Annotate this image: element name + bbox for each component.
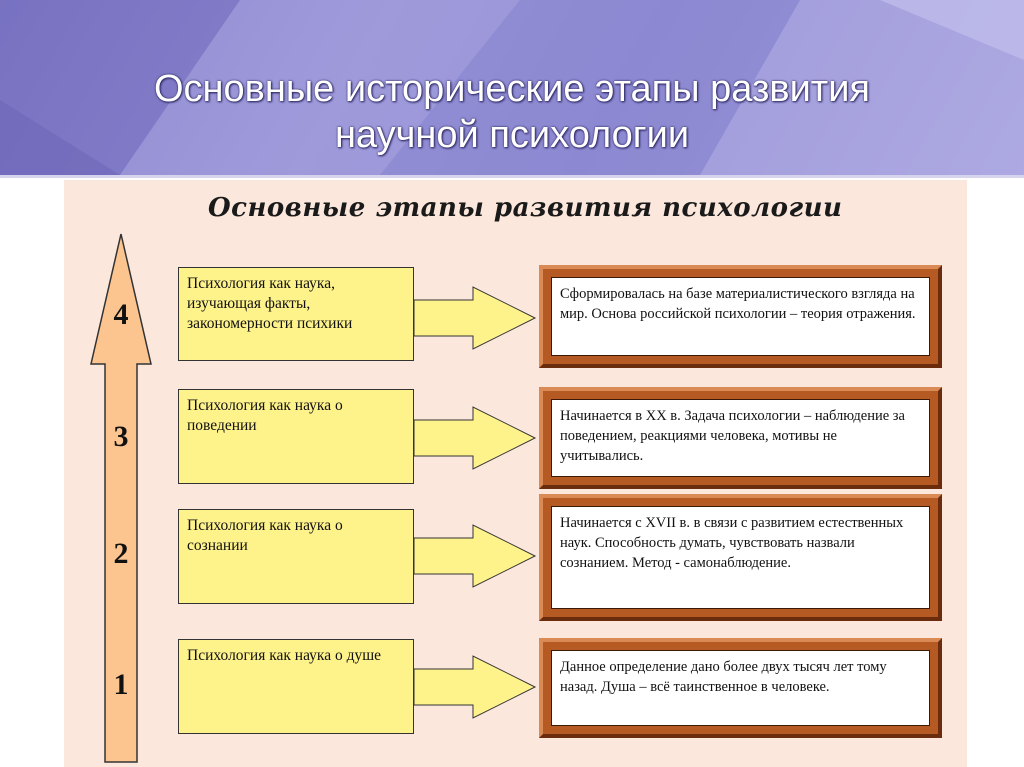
slide-title: Основные исторические этапы развития нау… bbox=[0, 66, 1024, 158]
connector-arrow-4 bbox=[413, 286, 537, 350]
slide-title-line1: Основные исторические этапы развития bbox=[153, 68, 871, 110]
stage-description-3: Начинается в XX в. Задача психологии – н… bbox=[551, 399, 930, 477]
polygon-background bbox=[0, 0, 1024, 175]
stage-description-frame-1: Данное определение дано более двух тысяч… bbox=[539, 638, 942, 738]
stage-number-4: 4 bbox=[113, 298, 129, 331]
stage-label-1: Психология как наука о душе bbox=[178, 639, 414, 734]
connector-arrow-3 bbox=[413, 406, 537, 470]
stage-label-2: Психология как наука о сознании bbox=[178, 509, 414, 604]
stage-number-1: 1 bbox=[113, 668, 129, 701]
stage-number-2: 2 bbox=[113, 537, 129, 570]
stage-label-4: Психология как наука, изучающая факты, з… bbox=[178, 267, 414, 361]
slide-title-line2: научной психологии bbox=[334, 114, 690, 156]
stage-label-3: Психология как наука о поведении bbox=[178, 389, 414, 484]
stage-description-2: Начинается с XVII в. в связи с развитием… bbox=[551, 506, 930, 609]
diagram-title: Основные этапы развития психологии bbox=[208, 193, 843, 223]
slide-header: Основные исторические этапы развития нау… bbox=[0, 0, 1024, 175]
stage-description-frame-3: Начинается в XX в. Задача психологии – н… bbox=[539, 387, 942, 489]
stage-description-4: Сформировалась на базе материалистическо… bbox=[551, 277, 930, 356]
header-divider bbox=[0, 175, 1024, 178]
progress-arrow bbox=[90, 233, 152, 763]
connector-arrow-2 bbox=[413, 524, 537, 588]
stage-description-frame-4: Сформировалась на базе материалистическо… bbox=[539, 265, 942, 368]
stage-description-1: Данное определение дано более двух тысяч… bbox=[551, 650, 930, 726]
stage-number-3: 3 bbox=[113, 420, 129, 453]
stage-description-frame-2: Начинается с XVII в. в связи с развитием… bbox=[539, 494, 942, 621]
connector-arrow-1 bbox=[413, 655, 537, 719]
